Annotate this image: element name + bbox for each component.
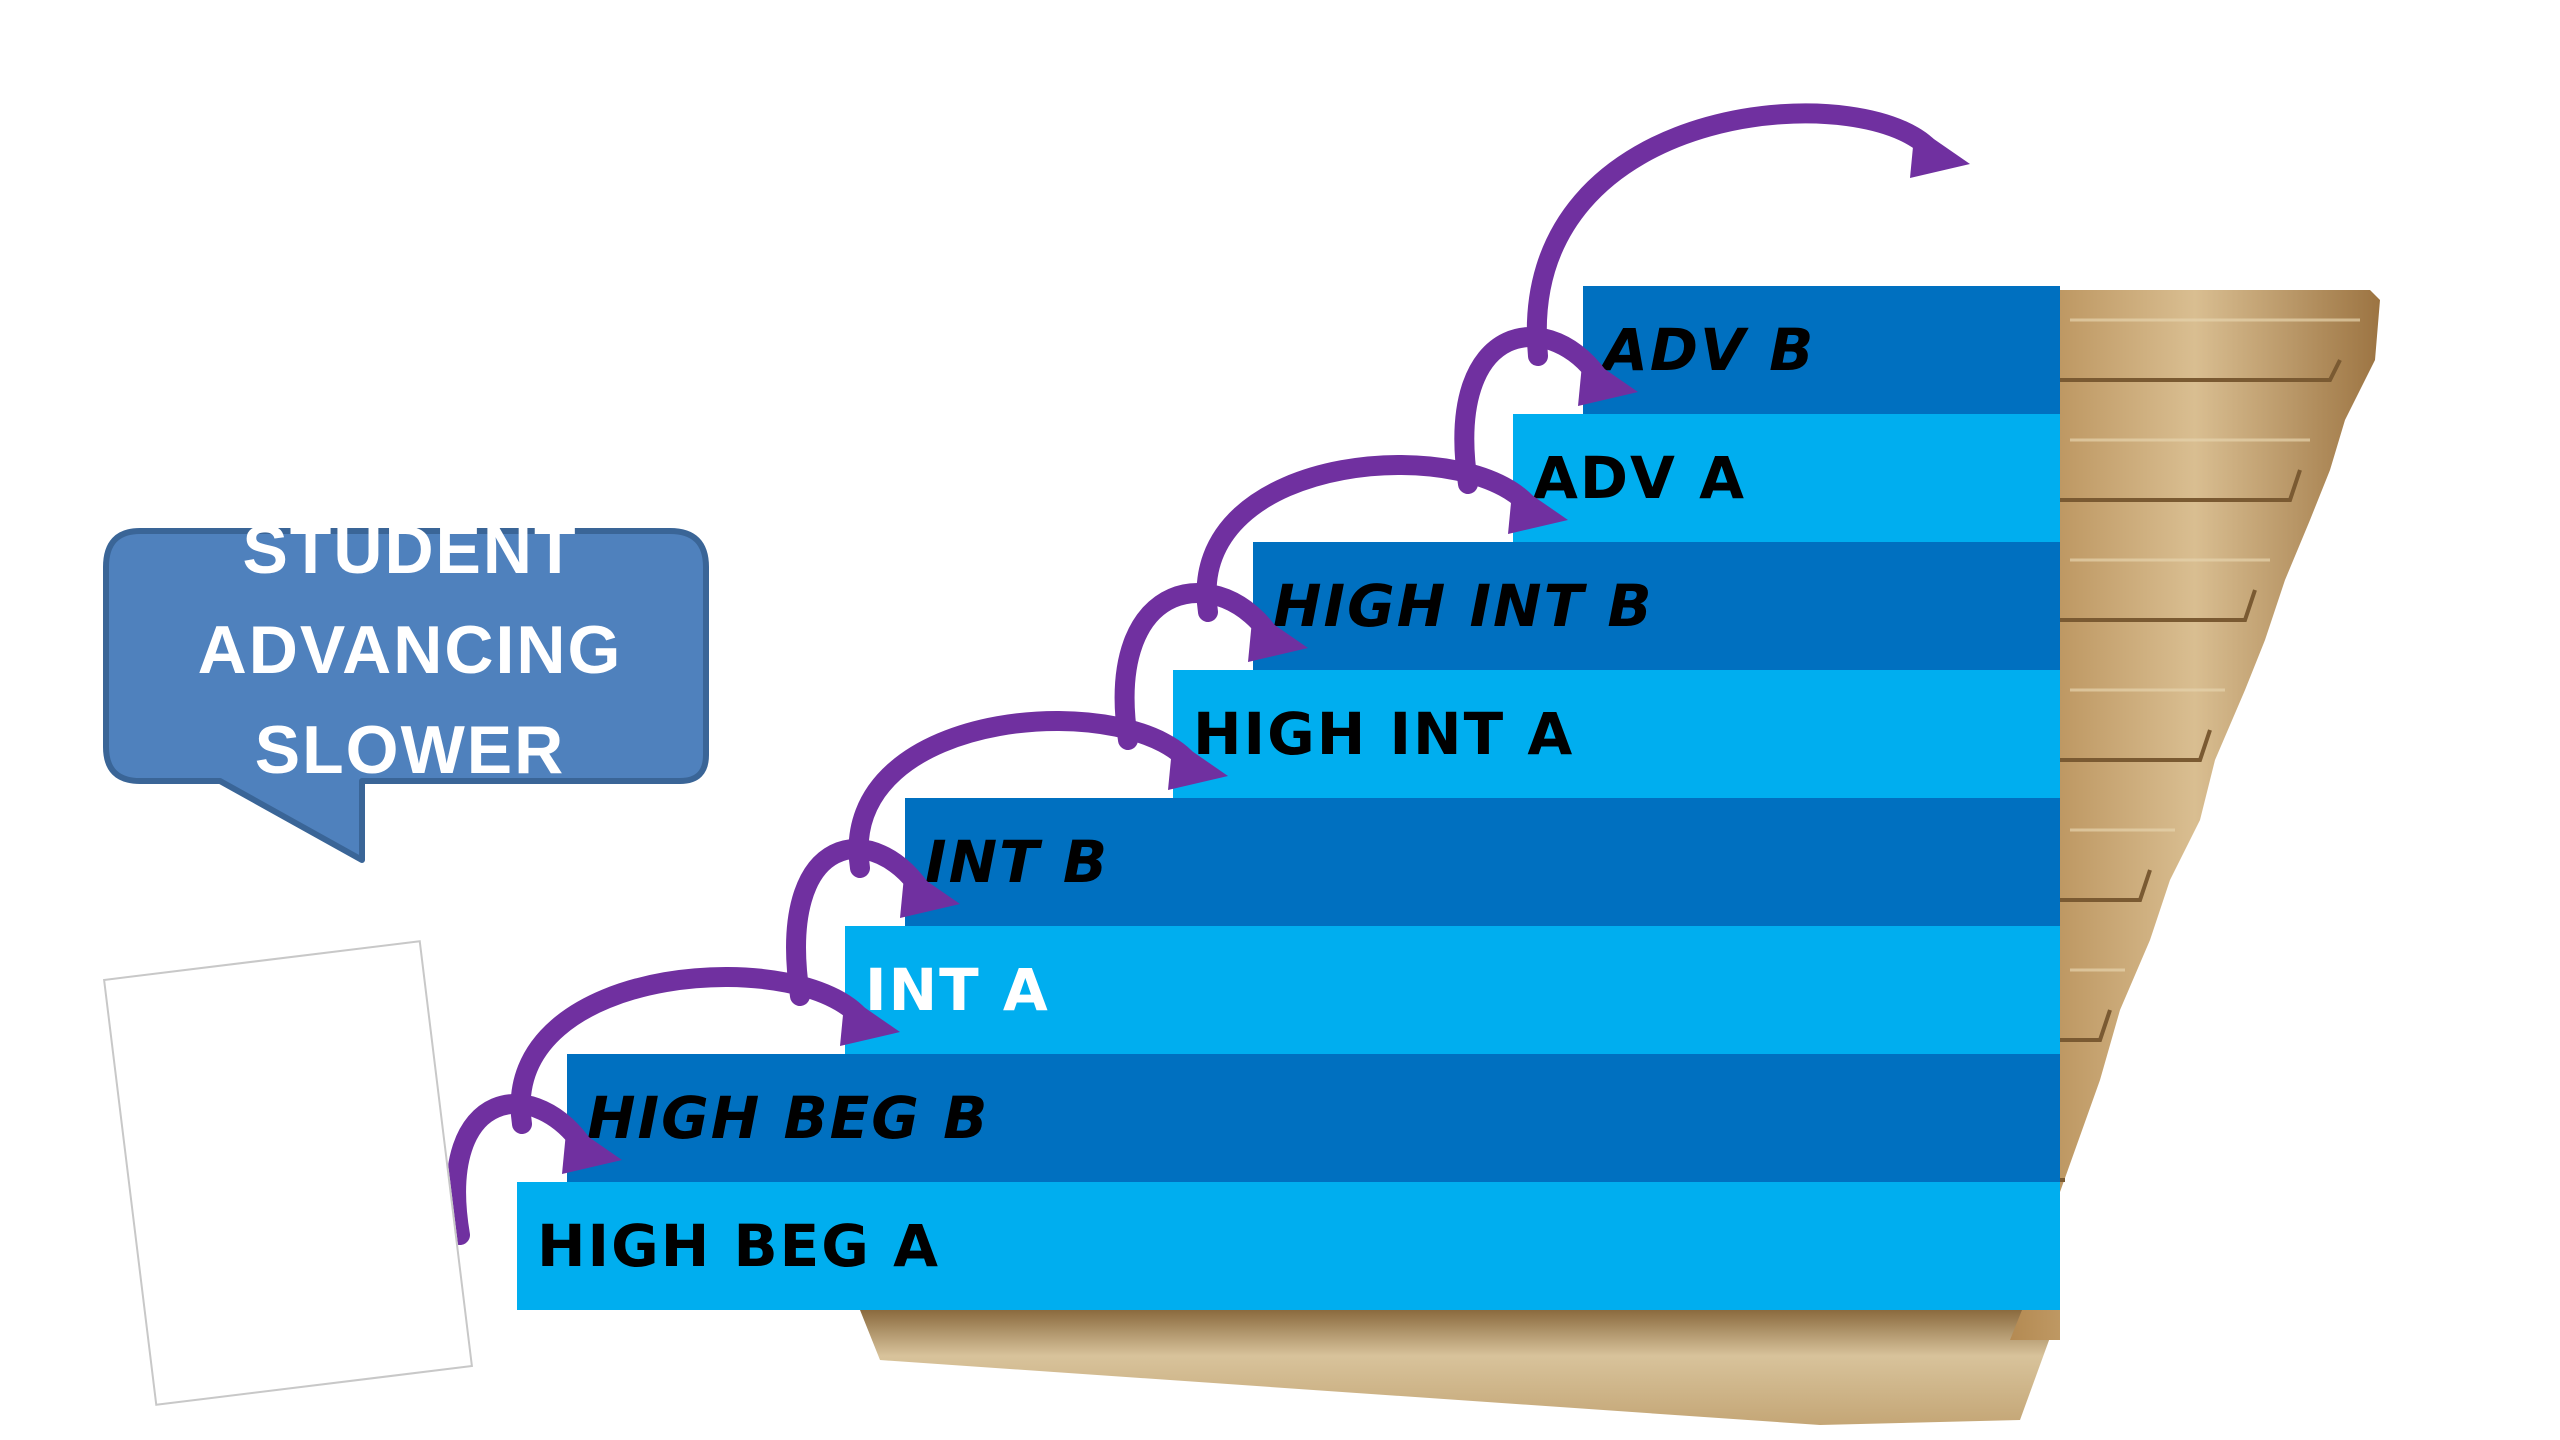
curved-arrow-icon (510, 967, 900, 1134)
wood-side (2010, 290, 2380, 1340)
speech-bubble-shape (103, 528, 709, 863)
speech-bubble-text: STUDENT ADVANCING SLOWER (105, 520, 715, 776)
blank-paper (102, 940, 474, 1406)
step-int-b: INT B (905, 798, 2060, 926)
step-high-int-b: HIGH INT B (1253, 542, 2060, 670)
bubble-line-3: SLOWER (254, 712, 566, 788)
curved-arrow-icon (1454, 327, 1638, 494)
bubble-line-2: ADVANCING (197, 612, 623, 688)
curved-arrow-icon (446, 1094, 622, 1245)
speech-bubble (103, 528, 709, 863)
step-high-beg-b: HIGH BEG B (567, 1054, 2060, 1182)
curved-arrow-icon (1196, 454, 1568, 622)
step-adv-a: ADV A (1513, 414, 2060, 542)
curved-arrow-icon (1114, 583, 1308, 750)
wood-grain (2070, 318, 2360, 972)
step-high-beg-a: HIGH BEG A (517, 1182, 2060, 1310)
curved-arrow-icon (848, 710, 1228, 878)
step-high-int-a: HIGH INT A (1173, 670, 2060, 798)
wood-base (860, 1310, 2060, 1425)
curved-arrow-icon (786, 839, 960, 1006)
bubble-line-1: STUDENT (242, 512, 578, 588)
step-adv-b: ADV B (1583, 286, 2060, 414)
step-int-a: INT A (845, 926, 2060, 1054)
curved-arrow-icon (1526, 103, 1970, 366)
wood-step-edges (2060, 359, 2342, 1182)
